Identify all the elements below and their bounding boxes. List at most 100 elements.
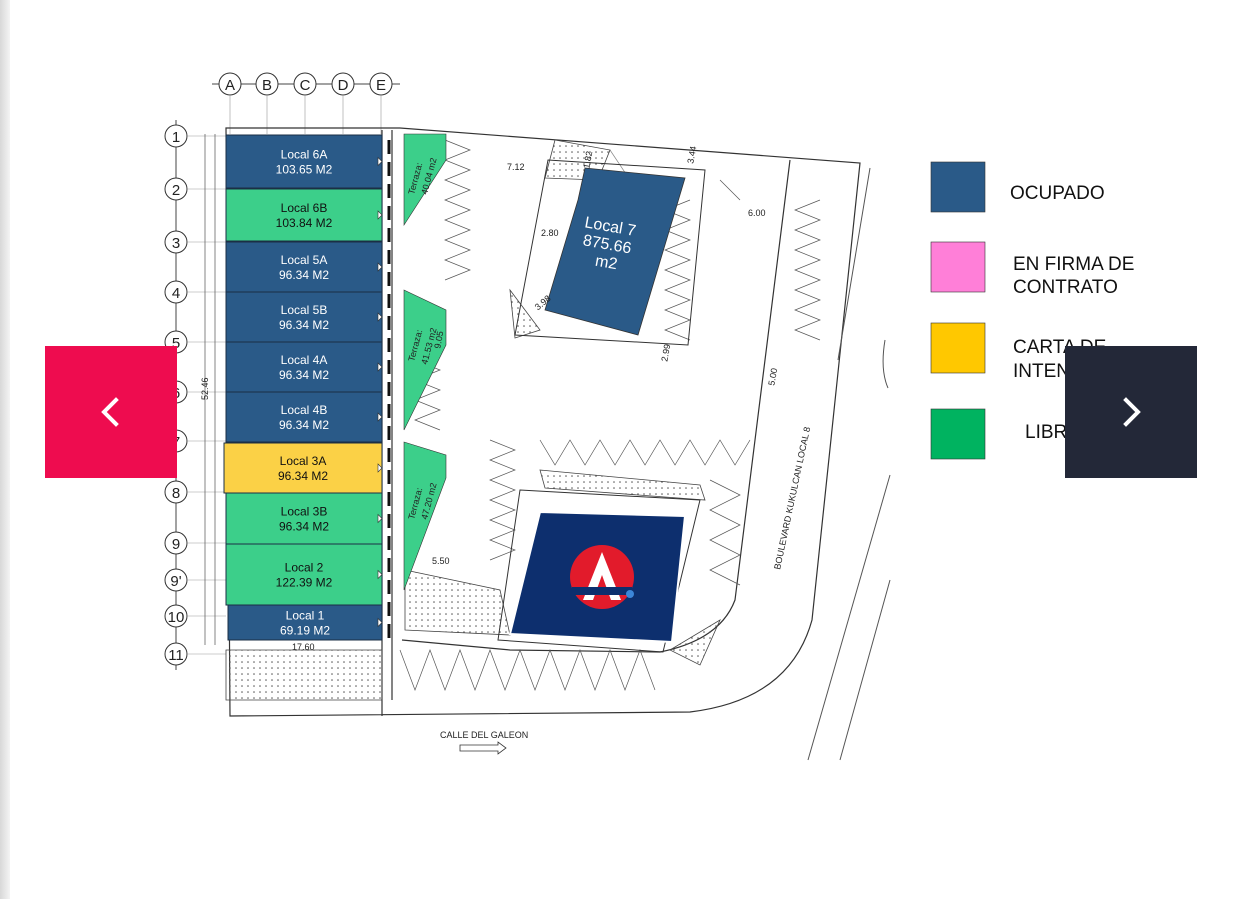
lot-shape (225, 341, 383, 393)
local-7-building: Local 7 875.66 m2 (544, 167, 686, 336)
svg-text:B: B (262, 77, 272, 94)
svg-text:8: 8 (172, 485, 180, 502)
lot-area: 96.34 M2 (279, 520, 329, 534)
lot-area: 96.34 M2 (278, 469, 328, 483)
legend-label-free: LIBR (1025, 422, 1067, 443)
lot-entry-marker (377, 210, 383, 220)
svg-text:9.05: 9.05 (432, 330, 445, 349)
svg-text:2: 2 (172, 182, 180, 199)
lot-name: Local 6A (281, 148, 328, 162)
legend-swatch-contract (930, 241, 986, 293)
lot-shape (225, 492, 383, 545)
lot-10: Local 169.19 M2 (227, 604, 383, 641)
lot-name: Local 1 (286, 609, 325, 623)
lot-entry-marker (377, 156, 383, 167)
lot-entry-marker (377, 362, 383, 372)
lot-name: Local 5A (281, 253, 328, 267)
lot-area: 103.65 M2 (276, 163, 333, 177)
landscape-areas (225, 139, 721, 701)
row-marker: 1 (164, 124, 188, 148)
next-slide-button[interactable] (1065, 346, 1197, 478)
lot-entry-marker (377, 569, 383, 580)
svg-text:Local 7 875.66 m2: Local 7 875.66 m2 (577, 214, 641, 276)
terrace-3 (403, 441, 447, 591)
terrace-1 (403, 133, 447, 227)
row-marker: 8 (164, 480, 188, 504)
column-marker: D (331, 72, 355, 96)
svg-text:C: C (300, 77, 311, 94)
lot-area: 122.39 M2 (276, 576, 333, 590)
svg-text:10: 10 (168, 609, 185, 626)
svg-text:5: 5 (172, 335, 180, 352)
lot-name: Local 4B (281, 403, 328, 417)
svg-text:6.00: 6.00 (748, 208, 766, 218)
row-marker: 4 (164, 280, 188, 304)
street-side-label: BOULEVARD KUKULCAN LOCAL 8 (772, 426, 812, 570)
row-marker: 2 (164, 177, 188, 201)
svg-text:3.44: 3.44 (685, 145, 698, 164)
lot-entry-marker (377, 617, 383, 628)
lot-area: 69.19 M2 (280, 624, 330, 638)
street-labels: CALLE DEL GALEON BOULEVARD KUKULCAN LOCA… (440, 167, 891, 761)
lot-entry-marker (377, 463, 383, 473)
lot-shape (225, 241, 383, 293)
lot-entry-marker (377, 262, 383, 272)
column-marker: C (293, 72, 317, 96)
lot-shape (225, 543, 383, 606)
legend-label-contract-2: CONTRATO (1013, 277, 1118, 298)
column-marker: B (255, 72, 279, 96)
lot-shape (225, 291, 383, 343)
column-marker: A (218, 72, 242, 96)
lot-area: 96.34 M2 (279, 368, 329, 382)
street-bottom-label: CALLE DEL GALEON (440, 730, 528, 740)
lot-name: Local 3A (280, 454, 327, 468)
svg-text:1.82: 1.82 (581, 150, 594, 169)
lot-entry-marker (377, 412, 383, 422)
svg-text:17.60: 17.60 (292, 642, 315, 652)
page-edge-shadow (0, 0, 10, 899)
lot-name: Local 2 (285, 561, 324, 575)
svg-text:E: E (376, 77, 386, 94)
row-marker: 9' (164, 568, 188, 592)
anchor-building (508, 510, 687, 644)
legend-swatch-intent (930, 322, 986, 374)
direction-arrow-icon (459, 741, 507, 755)
building-outlines (497, 159, 706, 653)
previous-slide-button[interactable] (45, 346, 177, 478)
lot-shape (225, 391, 383, 443)
svg-text:9': 9' (170, 573, 181, 590)
lot-entry-marker (377, 513, 383, 524)
lot-area: 103.84 M2 (276, 216, 333, 230)
svg-text:52.46: 52.46 (200, 377, 210, 400)
svg-text:1: 1 (172, 129, 180, 146)
svg-text:5.50: 5.50 (432, 556, 450, 566)
svg-text:5.00: 5.00 (766, 367, 779, 386)
svg-text:2.80: 2.80 (541, 228, 559, 238)
lot-shape (223, 442, 383, 494)
legend-label-occupied: OCUPADO (1010, 183, 1105, 204)
svg-text:7.12: 7.12 (507, 162, 525, 172)
lot-area: 96.34 M2 (279, 268, 329, 282)
lot-area: 96.34 M2 (279, 418, 329, 432)
chevron-left-icon (101, 397, 119, 427)
terraces: Terraza: 40.04 m2 Terraza: 41.53 m2 Terr… (403, 133, 447, 591)
legend-label-contract-1: EN FIRMA DE (1013, 254, 1134, 275)
legend-label-intent-2: INTEN (1013, 361, 1070, 382)
row-marker: 11 (164, 642, 188, 666)
legend-swatch-occupied (930, 161, 986, 213)
lot-shape (225, 188, 383, 242)
local-7-unit: m2 (594, 253, 619, 274)
row-marker: 3 (164, 230, 188, 254)
lot-name: Local 3B (281, 505, 328, 519)
lot-name: Local 4A (281, 353, 328, 367)
row-marker: 10 (164, 604, 188, 628)
lot-shape (227, 604, 383, 641)
